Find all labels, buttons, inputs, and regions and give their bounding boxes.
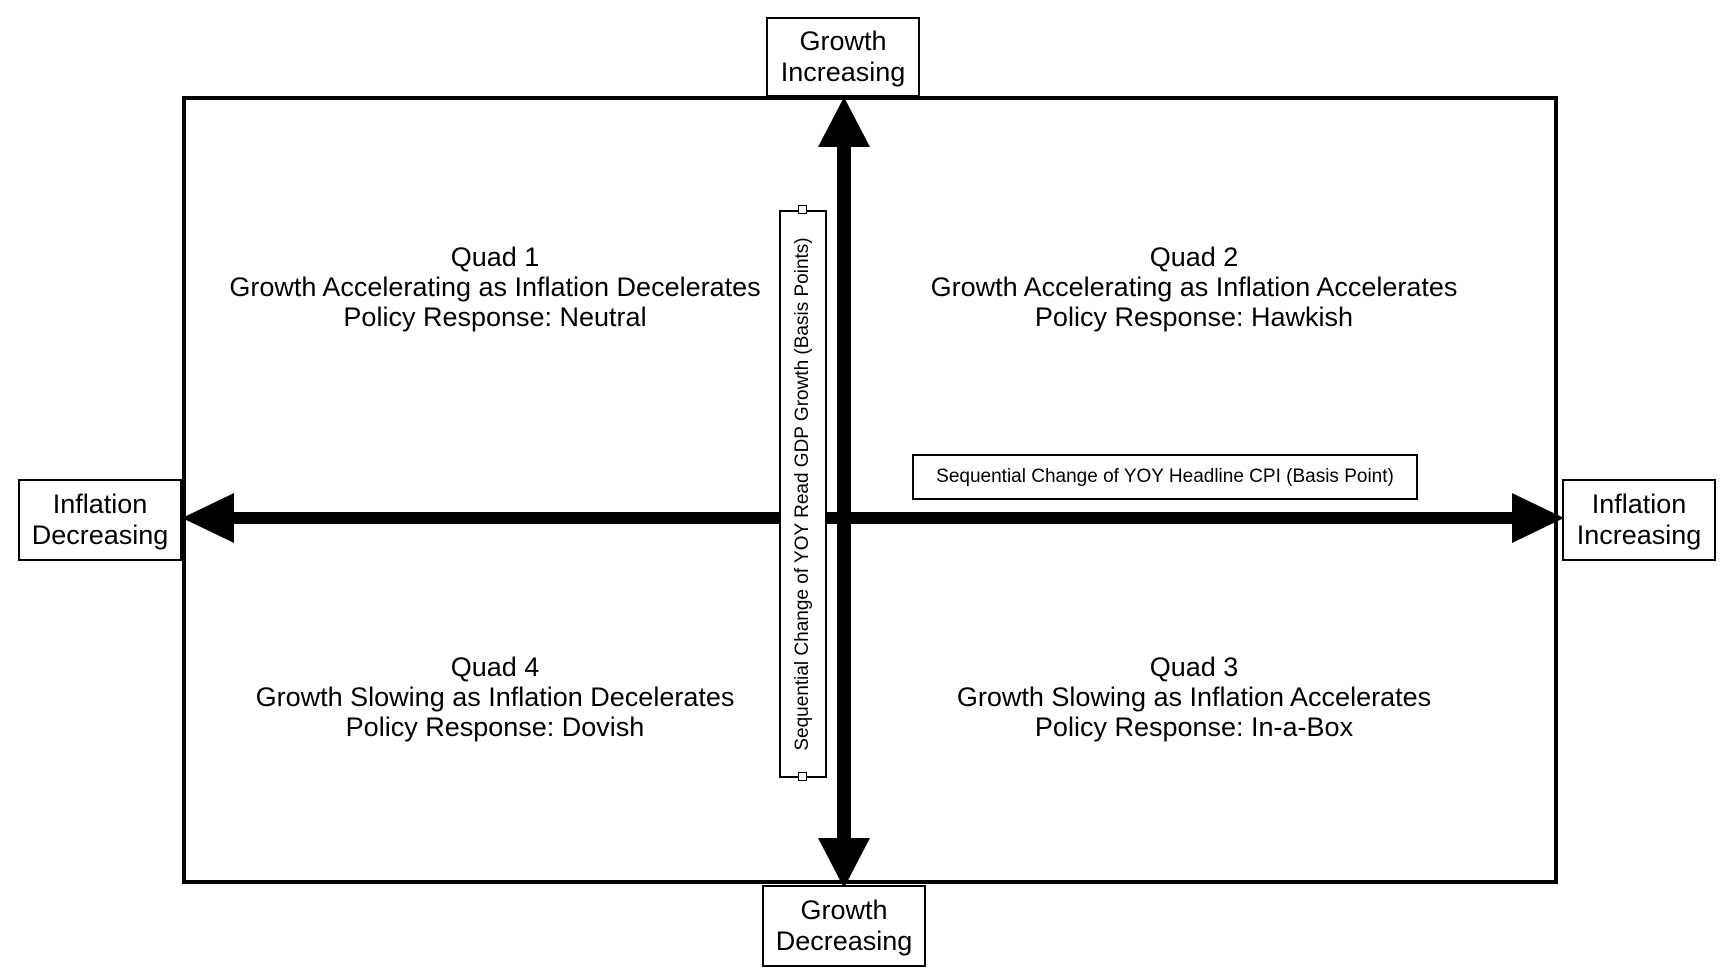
arrow-down-icon — [818, 838, 870, 888]
quadrant-description: Growth Accelerating as Inflation Acceler… — [930, 272, 1458, 302]
quadrant-description: Growth Slowing as Inflation Decelerates — [255, 682, 735, 712]
growth-increasing-line-2: Increasing — [780, 57, 906, 87]
quadrant-4: Quad 4 Growth Slowing as Inflation Decel… — [195, 652, 795, 742]
quadrant-description: Growth Accelerating as Inflation Deceler… — [229, 272, 761, 302]
x-axis-label-text: Sequential Change of YOY Headline CPI (B… — [936, 466, 1394, 487]
quadrant-policy: Policy Response: Neutral — [343, 302, 647, 332]
inflation-axis-line — [220, 512, 1520, 524]
quadrant-title: Quad 2 — [1149, 242, 1239, 272]
x-axis-label: Sequential Change of YOY Headline CPI (B… — [912, 454, 1418, 500]
quadrant-3: Quad 3 Growth Slowing as Inflation Accel… — [894, 652, 1494, 742]
inflation-increasing-line-1: Inflation — [1591, 489, 1687, 519]
quadrant-title: Quad 3 — [1149, 652, 1239, 682]
arrow-left-icon — [182, 493, 234, 543]
quadrant-title: Quad 1 — [450, 242, 540, 272]
growth-decreasing-line-1: Growth — [800, 895, 888, 925]
quadrant-title: Quad 4 — [450, 652, 540, 682]
resize-handle-icon[interactable] — [798, 205, 807, 214]
growth-increasing-line-1: Growth — [799, 26, 887, 56]
inflation-decreasing-line-2: Decreasing — [31, 520, 169, 550]
growth-increasing-box: Growth Increasing — [766, 17, 920, 97]
resize-handle-icon[interactable] — [798, 772, 807, 781]
arrow-right-icon — [1512, 493, 1564, 543]
growth-decreasing-box: Growth Decreasing — [762, 885, 926, 967]
quadrant-policy: Policy Response: Hawkish — [1034, 302, 1354, 332]
arrow-up-icon — [818, 97, 870, 147]
quadrant-policy: Policy Response: Dovish — [345, 712, 645, 742]
inflation-increasing-line-2: Increasing — [1576, 520, 1702, 550]
quadrant-1: Quad 1 Growth Accelerating as Inflation … — [195, 242, 795, 332]
inflation-decreasing-line-1: Inflation — [52, 489, 148, 519]
inflation-decreasing-box: Inflation Decreasing — [18, 479, 182, 561]
y-axis-label: Sequential Change of YOY Read GDP Growth… — [779, 210, 827, 778]
quadrant-description: Growth Slowing as Inflation Accelerates — [956, 682, 1432, 712]
y-axis-label-text: Sequential Change of YOY Read GDP Growth… — [792, 237, 813, 751]
quadrant-2: Quad 2 Growth Accelerating as Inflation … — [894, 242, 1494, 332]
inflation-increasing-box: Inflation Increasing — [1562, 479, 1716, 561]
diagram-frame — [182, 96, 1558, 884]
growth-decreasing-line-2: Decreasing — [775, 926, 913, 956]
quadrant-policy: Policy Response: In-a-Box — [1034, 712, 1354, 742]
growth-axis-line — [837, 138, 851, 842]
